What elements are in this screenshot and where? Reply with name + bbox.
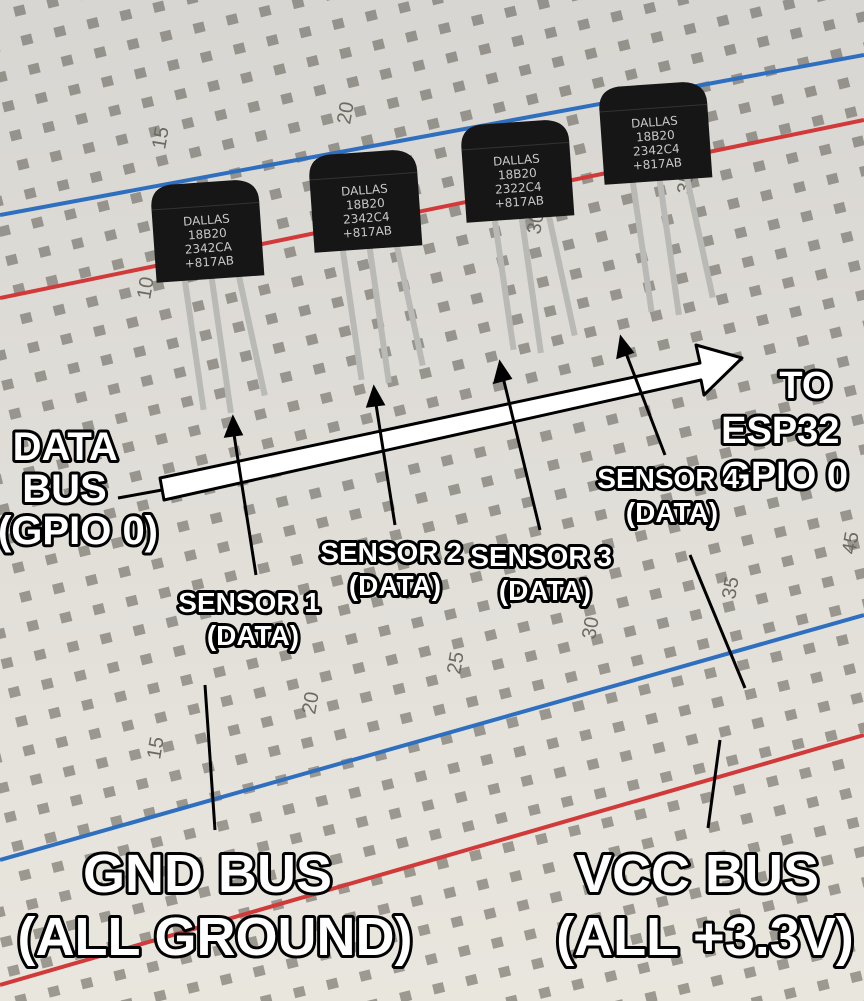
sensor-2-label: SENSOR 2 (DATA) — [320, 537, 469, 601]
breadboard-row-numbers: 1015202530354515203035 — [133, 100, 864, 761]
sensor-4-label: SENSOR 4 (DATA) — [597, 463, 746, 528]
sensor-leg — [181, 275, 207, 411]
chip-marking: 2342C4 — [633, 141, 680, 158]
data-bus-arrow — [117, 343, 744, 502]
row-number: 20 — [333, 100, 359, 126]
sensor-body — [599, 82, 713, 185]
chip-marking: +817AB — [494, 193, 544, 210]
chip-marking: 2342C4 — [343, 209, 390, 226]
sensor-leg — [491, 215, 517, 351]
row-number: 30 — [578, 615, 604, 641]
vcc-bus-label: VCC BUS (ALL +3.3V) — [556, 844, 854, 967]
ds18b20-sensors: DALLAS18B202342CA+817ABDALLAS18B202342C4… — [151, 82, 716, 414]
pointer-lines — [203, 334, 747, 831]
chip-marking: 18B20 — [498, 166, 538, 183]
chip-marking: DALLAS — [493, 152, 541, 169]
row-number: 20 — [298, 690, 324, 716]
sensor-leg — [518, 213, 544, 354]
sensor-leg — [366, 243, 392, 384]
chip-marking: DALLAS — [183, 212, 231, 229]
to-esp32-label: TO ESP32 GPIO 0 — [721, 365, 850, 497]
sensor-3-label: SENSOR 3 (DATA) — [470, 541, 619, 606]
row-number: 35 — [718, 575, 744, 601]
sensor-body — [309, 150, 423, 253]
sensor-leg — [208, 273, 234, 414]
sensor-leg — [235, 271, 268, 397]
sensor-leg — [656, 175, 682, 316]
row-number: 10 — [133, 275, 159, 301]
power-rails — [0, 53, 864, 987]
chip-marking: +817AB — [342, 223, 392, 240]
sensor-leg — [629, 177, 655, 313]
chip-marking: +817AB — [632, 155, 682, 172]
sensor-leg — [339, 245, 365, 381]
chip-marking: +817AB — [184, 253, 234, 270]
sensor-body — [151, 180, 265, 283]
chip-marking: DALLAS — [631, 114, 679, 131]
gnd-bus-label: GND BUS (ALL GROUND) — [18, 844, 413, 967]
sensor-leg — [545, 211, 578, 337]
chip-marking: 18B20 — [346, 196, 386, 213]
chip-marking: 18B20 — [188, 226, 228, 243]
sensor-1-label: SENSOR 1 (DATA) — [178, 587, 327, 651]
chip-marking: 2342CA — [184, 239, 233, 256]
row-number: 15 — [143, 735, 169, 761]
chip-marking: 2322C4 — [495, 179, 542, 196]
sensor-leg — [393, 241, 426, 367]
row-number: 45 — [838, 530, 864, 556]
sensor-leg — [683, 173, 716, 299]
data-bus-label: DATA BUS (GPIO 0) — [0, 425, 158, 553]
row-number: 15 — [148, 125, 174, 151]
row-number: 25 — [443, 650, 469, 676]
sensor-body — [461, 120, 575, 223]
chip-marking: DALLAS — [341, 182, 389, 199]
chip-marking: 18B20 — [636, 128, 676, 145]
